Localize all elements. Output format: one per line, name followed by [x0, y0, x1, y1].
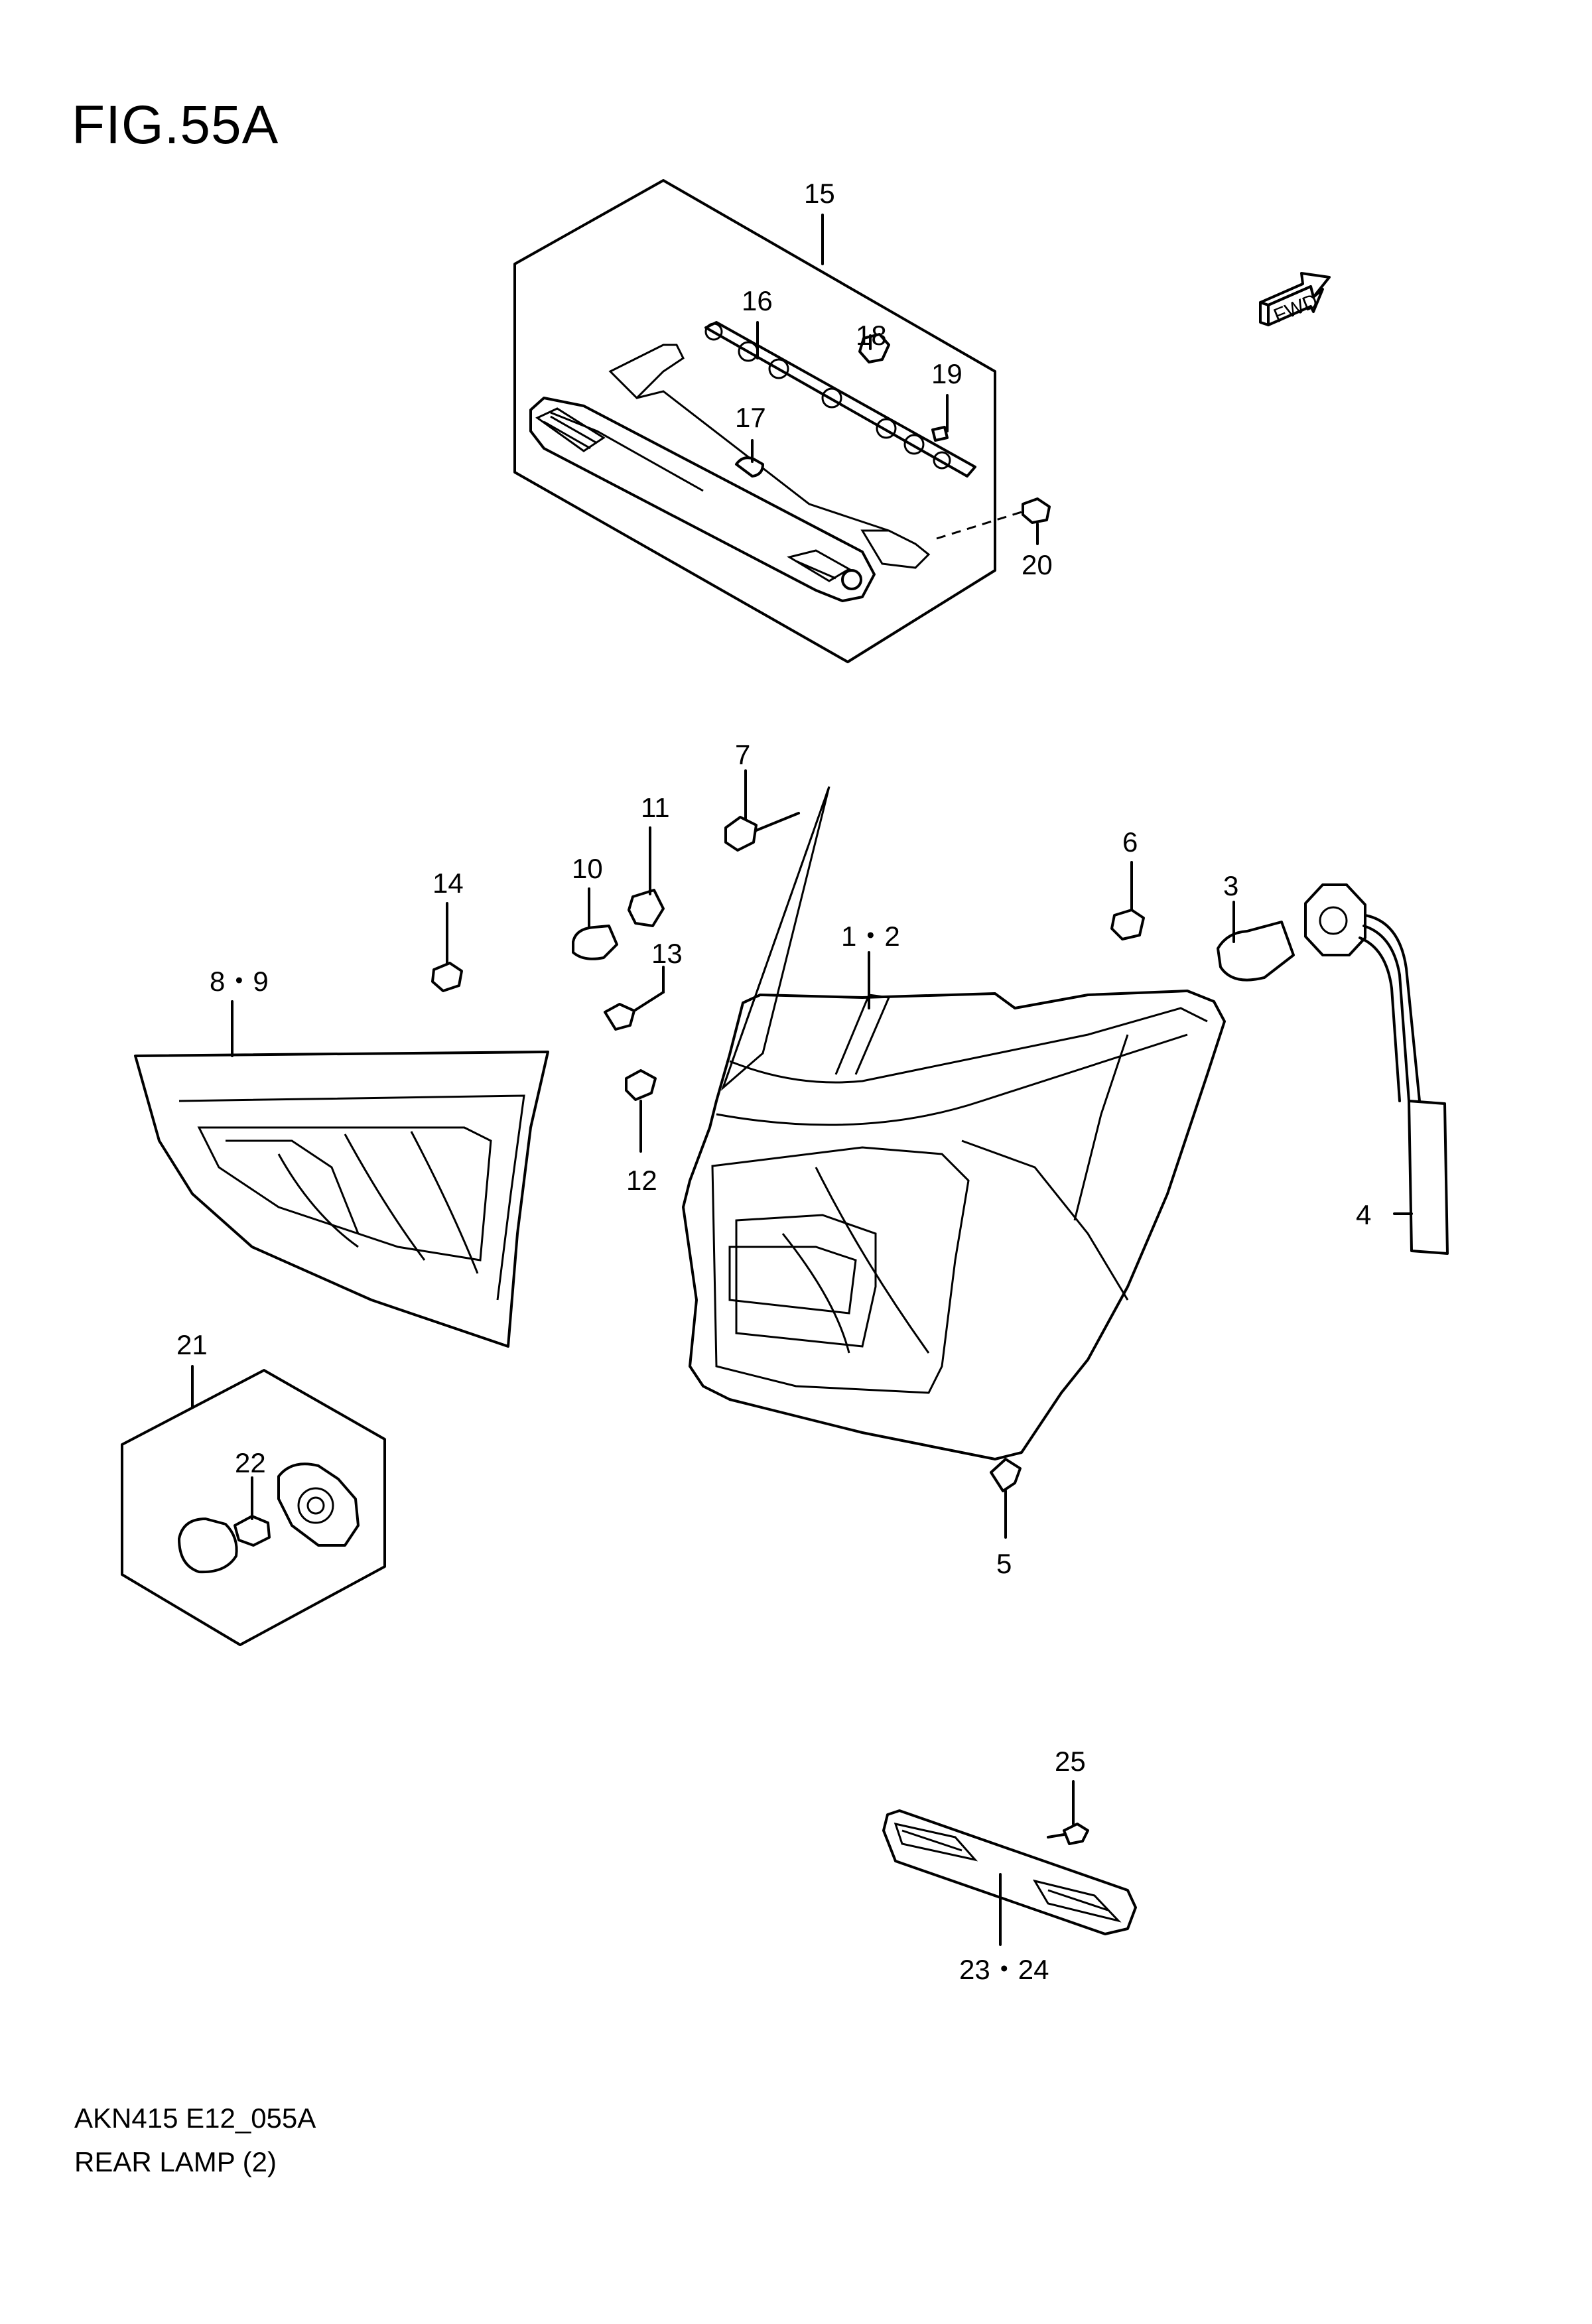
side-reflector: 25 23・24: [882, 1746, 1137, 1985]
inner-lamp: 8・9: [134, 966, 549, 1348]
figure-title: FIG.55A: [72, 95, 279, 155]
group-21-outline: [121, 1369, 386, 1646]
callout-6: 6: [1122, 826, 1138, 858]
callout-17: 17: [735, 402, 766, 433]
callout-23-24: 23・24: [959, 1954, 1049, 1985]
callout-11: 11: [641, 792, 670, 823]
bulb-17[interactable]: [735, 456, 764, 478]
diagram-name: REAR LAMP (2): [74, 2146, 277, 2177]
reflector-body[interactable]: [882, 1809, 1137, 1935]
rear-lamp-lens[interactable]: [682, 990, 1226, 1460]
screw-7[interactable]: [724, 816, 758, 852]
stop-lamp-housing[interactable]: [529, 397, 876, 602]
small-parts: 7 11 10 13 12 14 6 3: [431, 739, 1449, 1255]
callout-22: 22: [235, 1447, 266, 1478]
callout-1-2: 1・2: [841, 921, 900, 952]
license-housing[interactable]: [277, 1462, 360, 1547]
callout-12: 12: [626, 1165, 657, 1196]
callout-14: 14: [432, 868, 464, 899]
bulb-10[interactable]: [572, 925, 618, 960]
callout-20: 20: [1022, 549, 1053, 580]
rear-combination-lamp: 1・2 5: [682, 786, 1226, 1579]
socket-harness-4[interactable]: 4: [1304, 883, 1449, 1255]
inner-lamp-lens[interactable]: [134, 1051, 549, 1348]
callout-3: 3: [1223, 870, 1238, 901]
callout-4: 4: [1356, 1199, 1371, 1230]
bulb-22[interactable]: [233, 1515, 271, 1547]
nut-20[interactable]: [1022, 497, 1051, 524]
diagram-code: AKN415 E12_055A: [74, 2102, 316, 2134]
group-15-outline: [513, 179, 996, 663]
callout-16: 16: [742, 285, 773, 316]
mesh-right: [787, 549, 851, 582]
callout-25: 25: [1055, 1746, 1086, 1777]
nut-14[interactable]: [431, 962, 463, 992]
clip-13[interactable]: [604, 1003, 635, 1031]
callout-5: 5: [996, 1548, 1012, 1579]
mesh-left: [535, 407, 606, 452]
callout-13: 13: [651, 938, 683, 969]
grommet-12[interactable]: [625, 1069, 657, 1101]
callout-18: 18: [856, 320, 887, 351]
license-lens[interactable]: [178, 1517, 238, 1574]
clip-6[interactable]: [1110, 909, 1145, 940]
callout-19: 19: [931, 358, 962, 389]
screw-25[interactable]: [1063, 1823, 1089, 1845]
bulb-3[interactable]: [1217, 921, 1295, 982]
callout-8-9: 8・9: [210, 966, 269, 997]
callout-7: 7: [735, 739, 750, 770]
screw-19[interactable]: [931, 426, 949, 442]
high-mount-stop-lamp-group: 15 16 17 18 19 20: [513, 178, 1053, 663]
socket-11[interactable]: [628, 889, 665, 927]
callout-10: 10: [572, 853, 603, 884]
socket-18[interactable]: [858, 333, 890, 363]
clip-5[interactable]: [990, 1458, 1022, 1492]
circuit-board-16[interactable]: [704, 321, 976, 478]
callout-15: 15: [804, 178, 835, 209]
license-lamp-group: 21 22: [121, 1329, 386, 1646]
callout-21: 21: [176, 1329, 208, 1360]
fwd-arrow-icon: FWD: [1259, 272, 1331, 327]
